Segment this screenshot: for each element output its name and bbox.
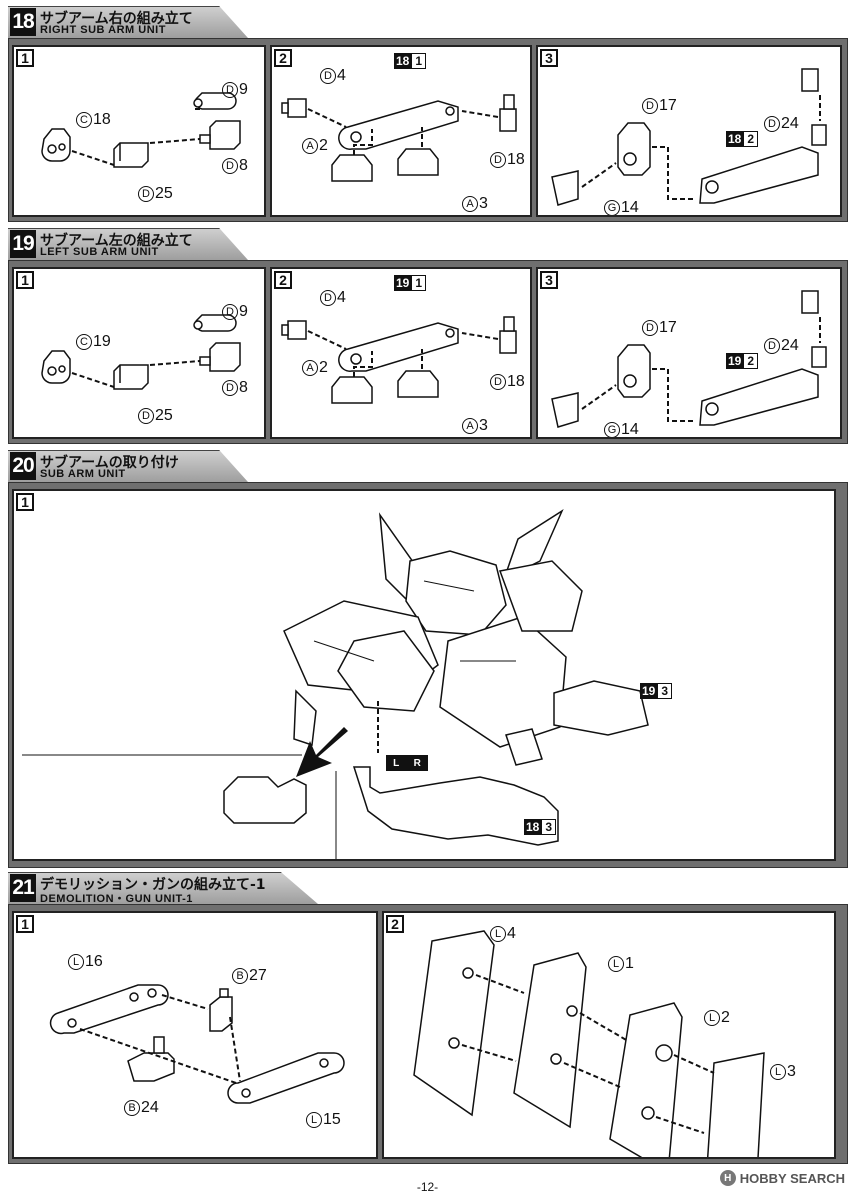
part-diagram (49, 984, 345, 1104)
left-mark: L (393, 757, 400, 769)
section-title-jp: サブアームの取り付け (40, 455, 179, 471)
page-number: -12- (416, 1180, 439, 1194)
step-number: 1 (16, 271, 34, 289)
section-title-jp: サブアーム左の組み立て (40, 233, 193, 249)
part-diagram (551, 68, 827, 206)
section-header: 19 サブアーム左の組み立て LEFT SUB ARM UNIT (8, 228, 248, 260)
step-number: 1 (16, 915, 34, 933)
step-number: 3 (540, 271, 558, 289)
section-header: 21 デモリッション・ガンの組み立て-1 DEMOLITION・GUN UNIT… (8, 872, 318, 905)
section-title-en: RIGHT SUB ARM UNIT (40, 24, 166, 36)
watermark: H HOBBY SEARCH (719, 1170, 845, 1186)
step-panel-1: 1 (12, 489, 836, 861)
section-number: 19 (10, 230, 36, 258)
section-20: 20 サブアームの取り付け SUB ARM UNIT 1 (8, 450, 848, 868)
step-number: 1 (16, 493, 34, 511)
step-number: 2 (274, 271, 292, 289)
section-header: 18 サブアーム右の組み立て RIGHT SUB ARM UNIT (8, 6, 248, 38)
step-number: 1 (16, 49, 34, 67)
header-tab (8, 450, 248, 482)
part-diagram (41, 314, 241, 390)
part-diagram (413, 930, 765, 1157)
section-number: 18 (10, 8, 36, 36)
section-title-en: DEMOLITION・GUN UNIT-1 (40, 893, 193, 905)
section-number: 21 (10, 874, 36, 902)
section-title-en: SUB ARM UNIT (40, 468, 126, 480)
step-number: 2 (274, 49, 292, 67)
section-number: 20 (10, 452, 36, 480)
header-tab (8, 6, 248, 38)
section-title-jp: サブアーム右の組み立て (40, 11, 193, 27)
section-title-en: LEFT SUB ARM UNIT (40, 246, 159, 258)
header-tab (8, 872, 318, 904)
part-diagram (281, 316, 517, 404)
watermark-logo-icon: H (719, 1170, 736, 1186)
header-tab (8, 228, 248, 260)
step-number: 3 (540, 49, 558, 67)
part-diagram (281, 94, 517, 182)
section-header: 20 サブアームの取り付け SUB ARM UNIT (8, 450, 248, 482)
right-mark: R (413, 757, 421, 769)
robot-torso-diagram (22, 509, 649, 859)
section-frame: 1 (8, 482, 848, 868)
left-right-badge: L R (386, 755, 428, 771)
section-21: 21 デモリッション・ガンの組み立て-1 DEMOLITION・GUN UNIT… (8, 872, 848, 1164)
step-number: 2 (386, 915, 404, 933)
section-title-jp: デモリッション・ガンの組み立て-1 (40, 877, 266, 893)
part-diagram (551, 290, 827, 428)
watermark-text: HOBBY SEARCH (739, 1170, 845, 1186)
